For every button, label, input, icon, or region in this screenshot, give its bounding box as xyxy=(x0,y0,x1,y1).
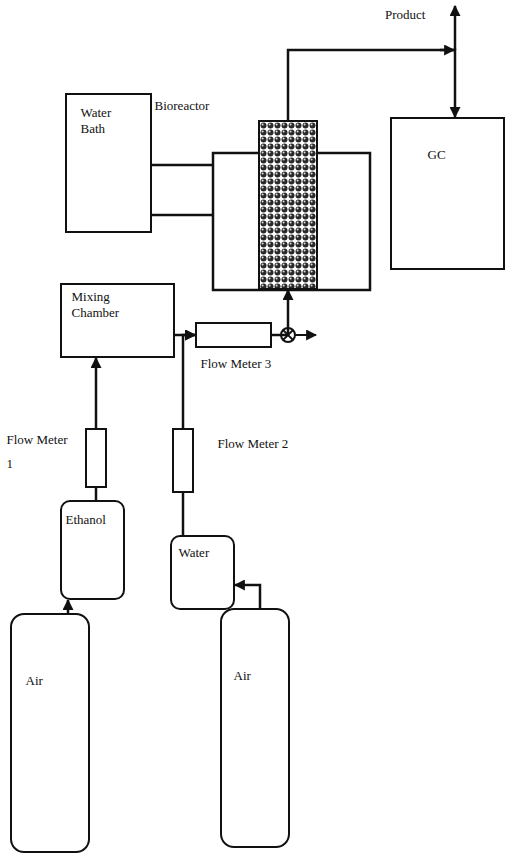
product-label: Product xyxy=(385,7,425,23)
node-label: Ethanol xyxy=(66,512,106,528)
node-heading: Flow Meter 3 xyxy=(201,356,272,372)
flow-line xyxy=(235,585,260,608)
flow-line xyxy=(67,600,70,613)
flow-meter: Flow Meter 3 xyxy=(195,322,272,348)
flow-line xyxy=(183,335,195,428)
node-label: Mixing Chamber xyxy=(72,289,144,322)
flow-meter: Flow Meter 1 xyxy=(85,428,107,488)
water-bath-box: Water Bath xyxy=(65,93,152,233)
node-label: Air xyxy=(26,673,43,689)
mixing-chamber-box: Mixing Chamber xyxy=(60,283,175,358)
flow-line xyxy=(272,290,288,335)
node-label: Air xyxy=(234,668,251,684)
flow-meter: Flow Meter 2 xyxy=(172,428,194,493)
node-heading: Flow Meter 2 xyxy=(218,436,289,452)
air-cylinder: Air xyxy=(220,608,290,848)
air-cylinder: Air xyxy=(10,613,90,853)
node-label: GC xyxy=(428,147,446,163)
product-outlet-line xyxy=(454,6,457,50)
ethanol-vessel: Ethanol xyxy=(60,500,125,600)
flow-line xyxy=(95,488,98,500)
packing-beads xyxy=(260,122,316,288)
node-heading: Bioreactor xyxy=(155,98,210,114)
gc-box: GC xyxy=(390,117,505,270)
node-label: Water Bath xyxy=(81,105,131,138)
flow-line xyxy=(288,50,455,120)
flow-line xyxy=(152,165,213,215)
flow-line xyxy=(182,493,185,535)
flow-line xyxy=(95,358,98,428)
water-vessel: Water xyxy=(170,535,235,610)
flow-line xyxy=(175,334,195,337)
packed-column: Bioreactor xyxy=(258,120,318,290)
node-label: Water xyxy=(179,545,210,561)
node-heading: Flow Meter 1 xyxy=(7,428,69,477)
